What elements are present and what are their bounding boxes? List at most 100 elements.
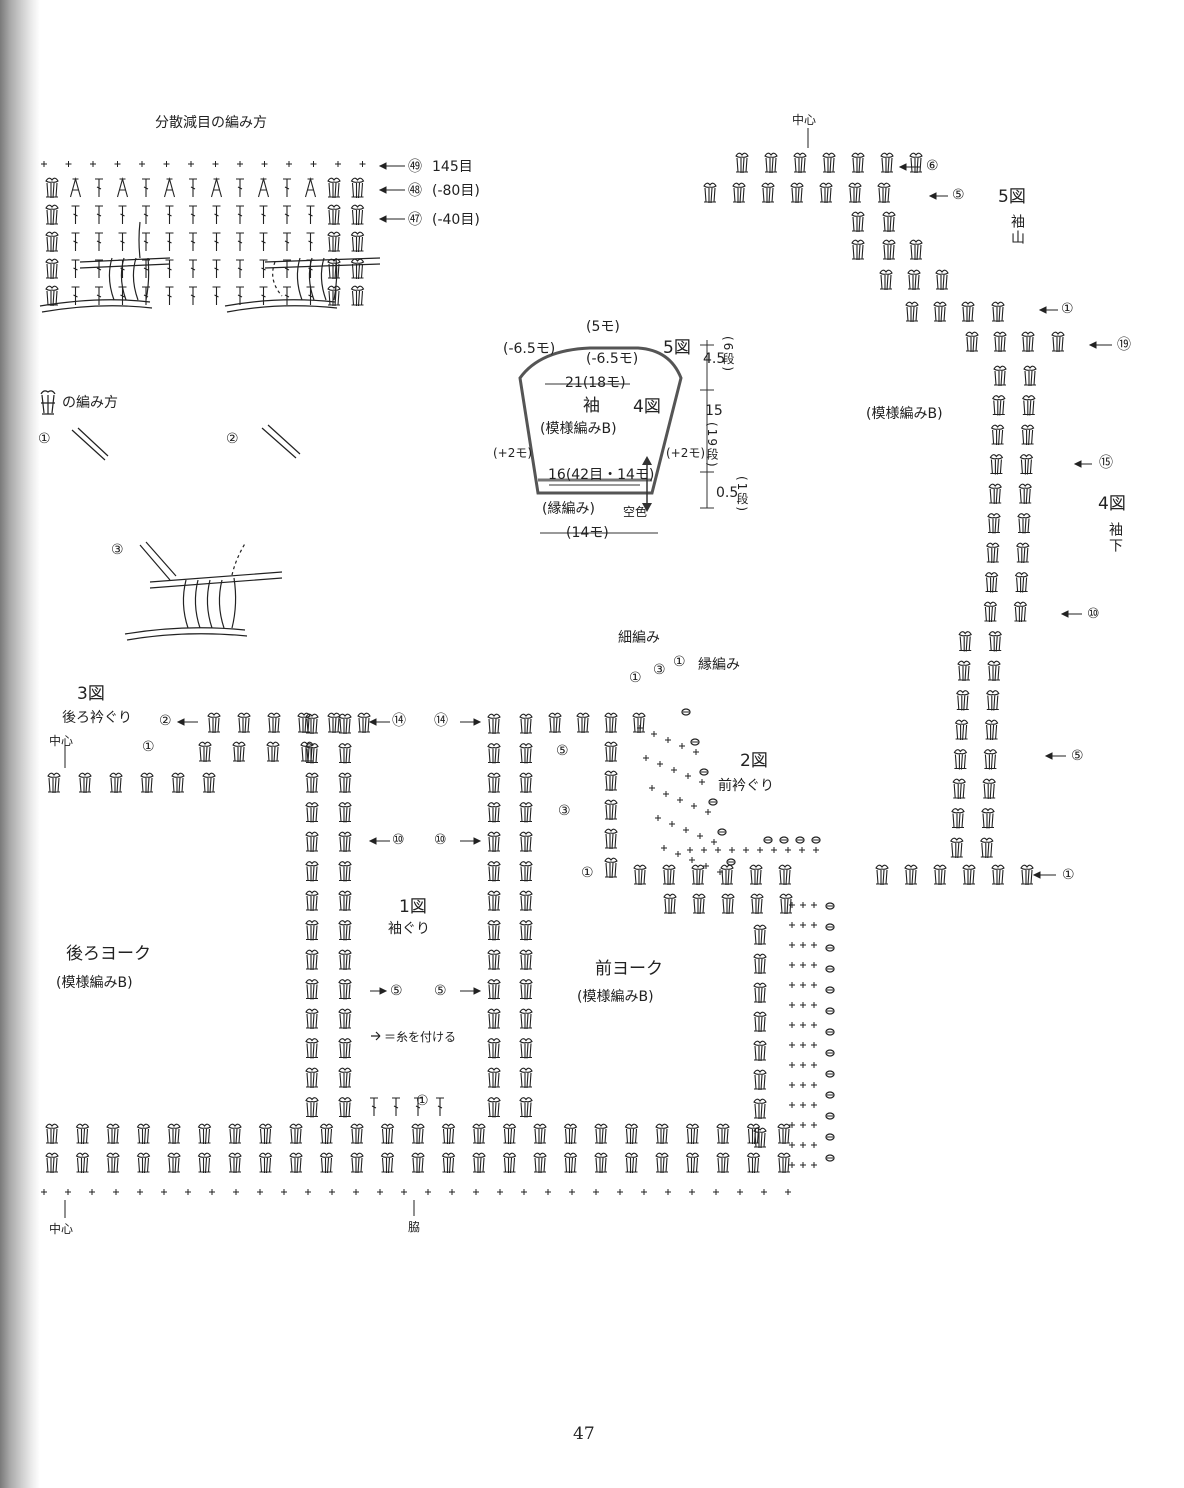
front-edge-plus	[799, 921, 807, 929]
decrease-t-stitch	[164, 232, 175, 252]
front-yoke-cluster	[604, 857, 618, 879]
back-yoke-cluster	[338, 1008, 352, 1030]
schematic-pattern: (模様編みB)	[540, 421, 617, 437]
sleeve-under-cluster	[955, 719, 969, 741]
decrease-cluster-stitch	[45, 258, 59, 280]
decrease-plus-mark	[40, 160, 48, 168]
decrease-t-stitch	[188, 259, 198, 279]
front-edge-bump	[825, 1070, 835, 1078]
front-edge-bump	[825, 902, 835, 910]
bottom-plus-mark	[256, 1188, 264, 1196]
front-yoke-cluster	[604, 741, 618, 763]
bottom-plus-mark	[136, 1188, 144, 1196]
front-yoke-cluster	[750, 893, 764, 915]
decrease-cluster-stitch	[327, 231, 341, 253]
back-yoke-cluster	[305, 920, 319, 942]
front-yoke-cluster	[753, 1011, 767, 1033]
bottom-row-cluster	[75, 1152, 90, 1174]
sleeve-marker-row15: ⑮	[1099, 455, 1113, 471]
sleeve-fig4-name: 袖下	[1107, 522, 1123, 554]
armhole-cluster	[487, 861, 501, 883]
armhole-cluster	[519, 861, 533, 883]
bottom-row-cluster	[777, 1123, 791, 1145]
sleeve-marker-row5: ⑤	[1071, 748, 1084, 764]
schematic-bottom-width: 16(42目・14モ)	[548, 467, 655, 483]
front-neck-bump	[795, 836, 805, 844]
arrow-sleeve-15-head	[1073, 460, 1082, 468]
back-yoke-cluster	[338, 713, 352, 735]
decrease-chart	[40, 160, 366, 307]
decrease-t-stitch	[164, 205, 175, 225]
schematic-dim-bot: 0.5	[716, 485, 739, 501]
front-edge-plus	[810, 1021, 818, 1029]
schematic-right-inc: (+2モ)	[666, 446, 706, 460]
front-neck-cluster	[633, 864, 647, 886]
bottom-row-cluster	[106, 1152, 120, 1174]
arrow-sleeve-1-head	[1032, 871, 1041, 879]
sleeve-cap-cluster	[851, 152, 865, 174]
decrease-cluster-stitch	[350, 285, 365, 307]
bottom-row-cluster	[624, 1123, 639, 1145]
sleeve-under-cluster	[1023, 365, 1037, 387]
sleeve-cap-cluster	[822, 152, 836, 174]
armhole-cluster	[519, 890, 533, 912]
decrease-t-stitch	[70, 205, 81, 225]
bottom-row-cluster	[319, 1123, 334, 1145]
decrease-cluster-stitch	[327, 285, 341, 307]
fig2-name: 前衿ぐり	[718, 778, 774, 794]
front-yoke-cluster	[753, 1098, 767, 1120]
front-edge-plus	[788, 1021, 796, 1029]
sleeve-cap-cluster	[764, 152, 778, 174]
front-edge-plus	[810, 1081, 818, 1089]
bottom-row-cluster	[685, 1123, 700, 1145]
sleeve-fig5: 5図	[998, 187, 1026, 207]
back-yoke-cluster	[305, 861, 319, 883]
decrease-cluster-stitch	[350, 204, 365, 226]
front-neck-bump	[708, 798, 718, 806]
front-neck-plus	[700, 846, 708, 854]
sleeve-cap-cluster	[761, 182, 775, 204]
armhole-top-cluster	[632, 712, 646, 734]
front-neck-plus	[742, 846, 750, 854]
sleeve-under-cluster	[983, 601, 997, 623]
armhole-marker-row1: ①	[416, 1093, 429, 1109]
decrease-row-47-marker: ㊼	[408, 212, 422, 228]
decrease-t-stitch	[211, 259, 222, 279]
sleeve-under-cluster	[952, 778, 966, 800]
bottom-row-cluster	[563, 1152, 578, 1174]
bottom-row-cluster	[746, 1123, 761, 1145]
front-edge-plus	[799, 1081, 807, 1089]
front-edge-bump	[825, 1028, 835, 1036]
bottom-plus-mark	[184, 1188, 192, 1196]
decrease-t-stitch	[235, 232, 245, 252]
hook-illustration-1	[39, 221, 171, 461]
bottom-row-cluster	[136, 1123, 151, 1145]
sleeve-center-label: 中心	[792, 113, 817, 127]
sleeve-under-cluster	[1013, 601, 1027, 623]
front-neck-plus	[686, 846, 694, 854]
sleeve-cap-cluster	[965, 331, 979, 353]
bottom-row-cluster	[258, 1152, 273, 1174]
bottom-row-cluster	[258, 1123, 273, 1145]
sleeve-bottom-cluster	[904, 864, 918, 886]
front-neck-plus	[756, 846, 764, 854]
front-neck-bump	[690, 738, 700, 746]
decrease-plus-mark	[114, 160, 121, 168]
bottom-plus-mark	[640, 1188, 648, 1196]
front-edge-plus	[810, 921, 818, 929]
back-yoke-cluster	[338, 743, 352, 765]
sleeve-schematic-shape	[518, 340, 714, 534]
arrow-decrease-48-head	[378, 186, 387, 194]
front-edge-plus	[788, 961, 796, 969]
arrow-sleeve-5-top-head	[928, 192, 937, 200]
front-neck-plus	[684, 772, 692, 780]
bottom-row-cluster	[624, 1152, 639, 1174]
decrease-t-stitch	[305, 205, 316, 225]
sleeve-under-cluster	[950, 837, 964, 859]
bottom-row-cluster	[594, 1123, 608, 1145]
armhole-cluster	[487, 743, 501, 765]
sleeve-bottom-cluster	[962, 864, 976, 886]
arrow-armhole-5-head	[473, 987, 482, 995]
bottom-row-cluster	[289, 1123, 303, 1145]
front-yoke-cluster	[721, 893, 735, 915]
